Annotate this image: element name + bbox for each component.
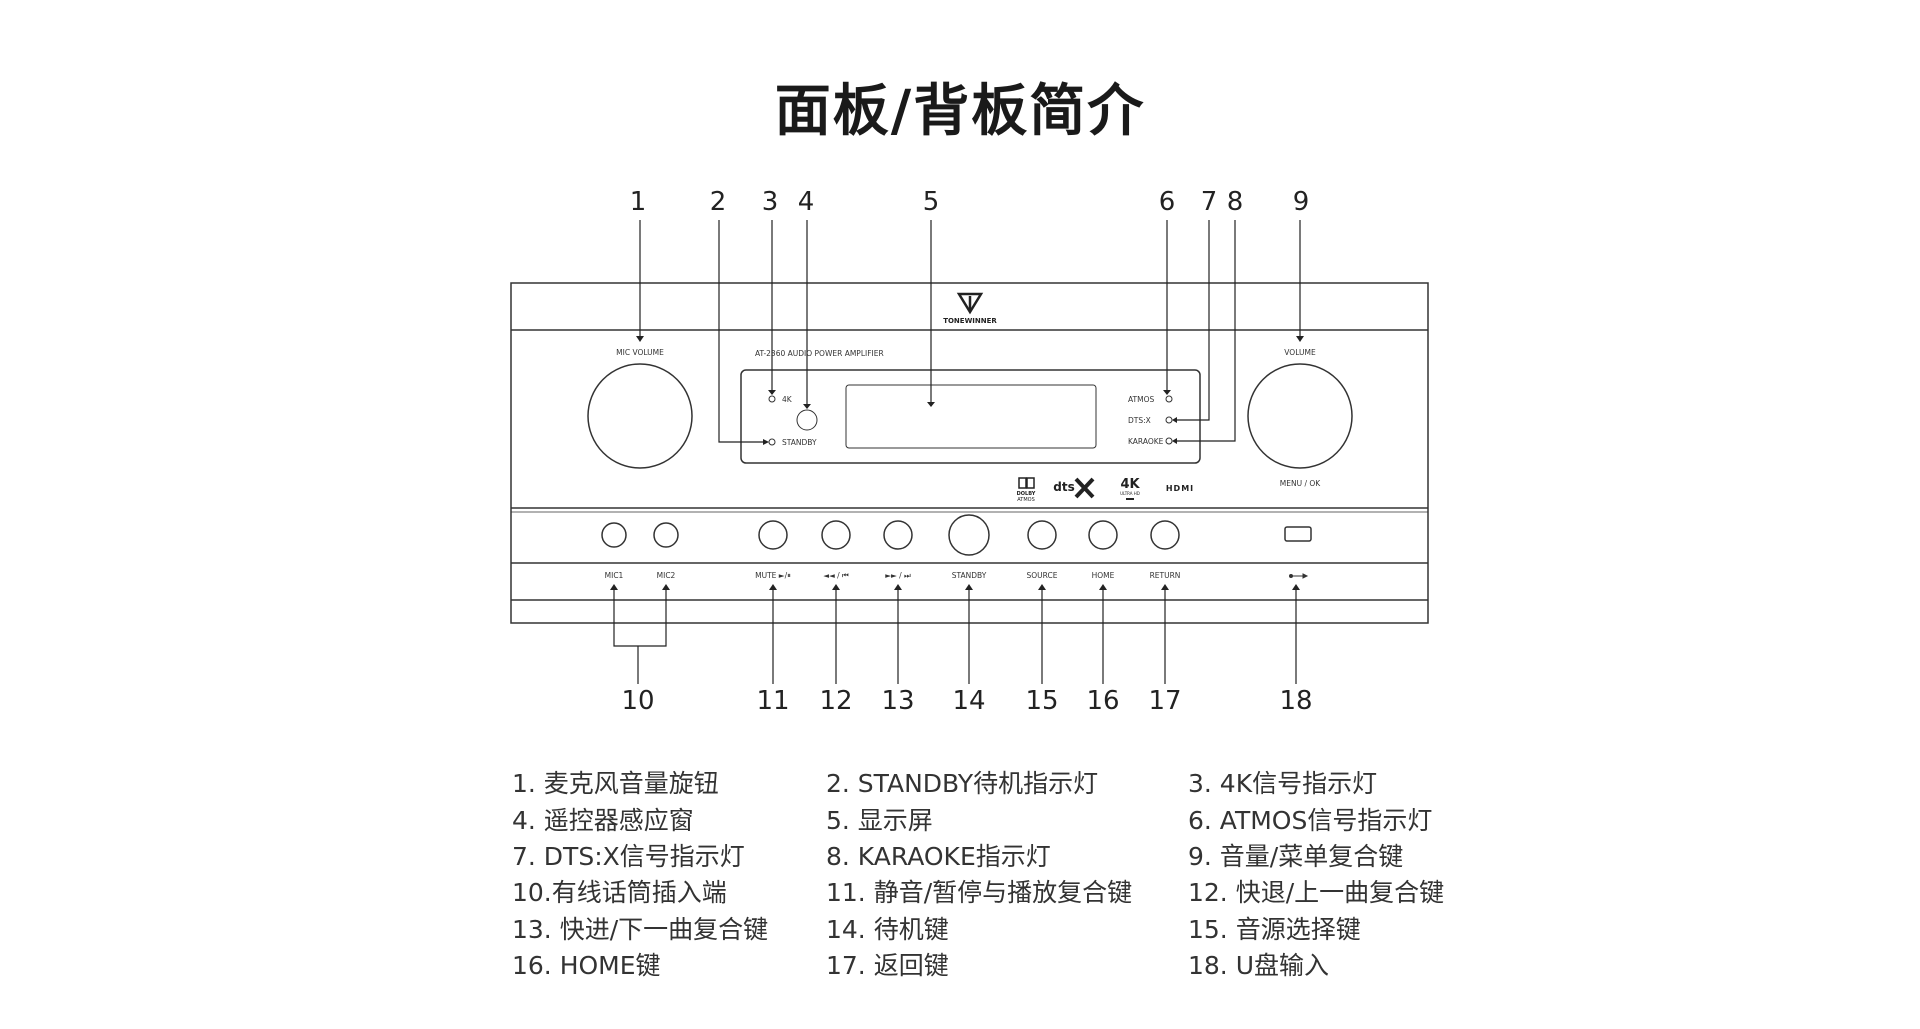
atmos-indicator-led (1165, 395, 1173, 403)
desc-8: 8. KARAOKE指示灯 (826, 842, 1051, 871)
source-label: SOURCE (1027, 571, 1058, 580)
mic1-label: MIC1 (605, 571, 624, 580)
standby-indicator-led (768, 438, 776, 446)
display-screen (845, 384, 1097, 449)
next-label: ►► / ⏭ (885, 571, 911, 580)
mic2-label: MIC2 (657, 571, 676, 580)
next-button[interactable] (883, 520, 913, 550)
desc-11: 11. 静音/暂停与播放复合键 (826, 878, 1133, 907)
display-window-frame (740, 369, 1201, 464)
mic1-jack[interactable] (601, 522, 627, 548)
callout-6: 6 (1159, 187, 1176, 217)
desc-18: 18. U盘输入 (1188, 951, 1330, 980)
menu-ok-label: MENU / OK (1280, 479, 1322, 488)
atmos-indicator-label: ATMOS (1128, 395, 1155, 404)
hdmi-logo: HDMI (1166, 484, 1194, 493)
leader-10-bracket (613, 588, 667, 647)
callout-18: 18 (1279, 686, 1312, 716)
tonewinner-logo: TONEWINNER (943, 292, 997, 325)
dtsx-indicator-led (1165, 416, 1173, 424)
desc-15: 15. 音源选择键 (1188, 915, 1361, 944)
desc-5: 5. 显示屏 (826, 806, 933, 835)
callout-5: 5 (923, 187, 940, 217)
standby-label: STANDBY (952, 571, 987, 580)
callout-4: 4 (798, 187, 815, 217)
4k-indicator-label: 4K (782, 395, 793, 404)
callout-15: 15 (1025, 686, 1058, 716)
svg-text:ATMOS: ATMOS (1017, 497, 1035, 503)
standby-button[interactable] (948, 514, 990, 556)
leader-2 (718, 220, 765, 443)
callout-13: 13 (881, 686, 914, 716)
callout-11: 11 (756, 686, 789, 716)
desc-4: 4. 遥控器感应窗 (512, 806, 694, 835)
return-label: RETURN (1150, 571, 1181, 580)
callout-16: 16 (1086, 686, 1119, 716)
dolby-atmos-logo: DOLBY ATMOS (1017, 477, 1036, 503)
callout-12: 12 (819, 686, 852, 716)
desc-13: 13. 快进/下一曲复合键 (512, 915, 769, 944)
svg-text:ULTRA HD: ULTRA HD (1120, 491, 1140, 496)
callout-10: 10 (621, 686, 654, 716)
callout-17: 17 (1148, 686, 1181, 716)
mic-volume-label: MIC VOLUME (616, 348, 664, 357)
mute-label: MUTE ►/⏸ (755, 571, 791, 580)
desc-7: 7. DTS:X信号指示灯 (512, 842, 745, 871)
callout-9: 9 (1293, 187, 1310, 217)
karaoke-indicator-led (1165, 437, 1173, 445)
svg-text:DOLBY: DOLBY (1017, 491, 1036, 497)
svg-text:4K: 4K (1120, 477, 1140, 492)
brand-label: TONEWINNER (943, 317, 997, 325)
desc-17: 17. 返回键 (826, 951, 949, 980)
desc-16: 16. HOME键 (512, 951, 661, 980)
page-title: 面板/背板简介 (774, 79, 1146, 144)
usb-icon (1289, 573, 1309, 579)
desc-14: 14. 待机键 (826, 915, 949, 944)
karaoke-indicator-label: KARAOKE (1128, 437, 1164, 446)
prev-label: ◄◄ / ⏮ (823, 571, 849, 580)
home-button[interactable] (1088, 520, 1118, 550)
volume-label: VOLUME (1284, 348, 1316, 357)
mic2-jack[interactable] (653, 522, 679, 548)
callout-8: 8 (1227, 187, 1244, 217)
mic-volume-knob[interactable] (587, 363, 693, 469)
dtsx-logo: dts (1053, 477, 1095, 499)
standby-indicator-label: STANDBY (782, 438, 817, 447)
desc-2: 2. STANDBY待机指示灯 (826, 769, 1099, 798)
desc-9: 9. 音量/菜单复合键 (1188, 842, 1404, 871)
leader-7 (1175, 220, 1210, 421)
desc-6: 6. ATMOS信号指示灯 (1188, 806, 1433, 835)
source-button[interactable] (1027, 520, 1057, 550)
desc-12: 12. 快退/上一曲复合键 (1188, 878, 1445, 907)
remote-sensor-window (796, 409, 818, 431)
mute-play-pause-button[interactable] (758, 520, 788, 550)
svg-text:dts: dts (1053, 480, 1074, 494)
callout-2: 2 (710, 187, 727, 217)
callout-1: 1 (630, 187, 647, 217)
previous-button[interactable] (821, 520, 851, 550)
callout-7: 7 (1201, 187, 1218, 217)
dtsx-indicator-label: DTS:X (1128, 416, 1151, 425)
4k-ultra-hd-logo: 4K ULTRA HD (1120, 477, 1140, 500)
desc-10: 10.有线话筒插入端 (512, 878, 727, 907)
return-button[interactable] (1150, 520, 1180, 550)
callout-14: 14 (952, 686, 985, 716)
leader-8 (1175, 220, 1236, 442)
usb-port[interactable] (1284, 526, 1312, 542)
model-label: AT-2360 AUDIO POWER AMPLIFIER (755, 349, 884, 358)
volume-menu-knob[interactable] (1247, 363, 1353, 469)
desc-3: 3. 4K信号指示灯 (1188, 769, 1378, 798)
home-label: HOME (1092, 571, 1115, 580)
4k-indicator-led (768, 395, 776, 403)
desc-1: 1. 麦克风音量旋钮 (512, 769, 719, 798)
callout-3: 3 (762, 187, 779, 217)
